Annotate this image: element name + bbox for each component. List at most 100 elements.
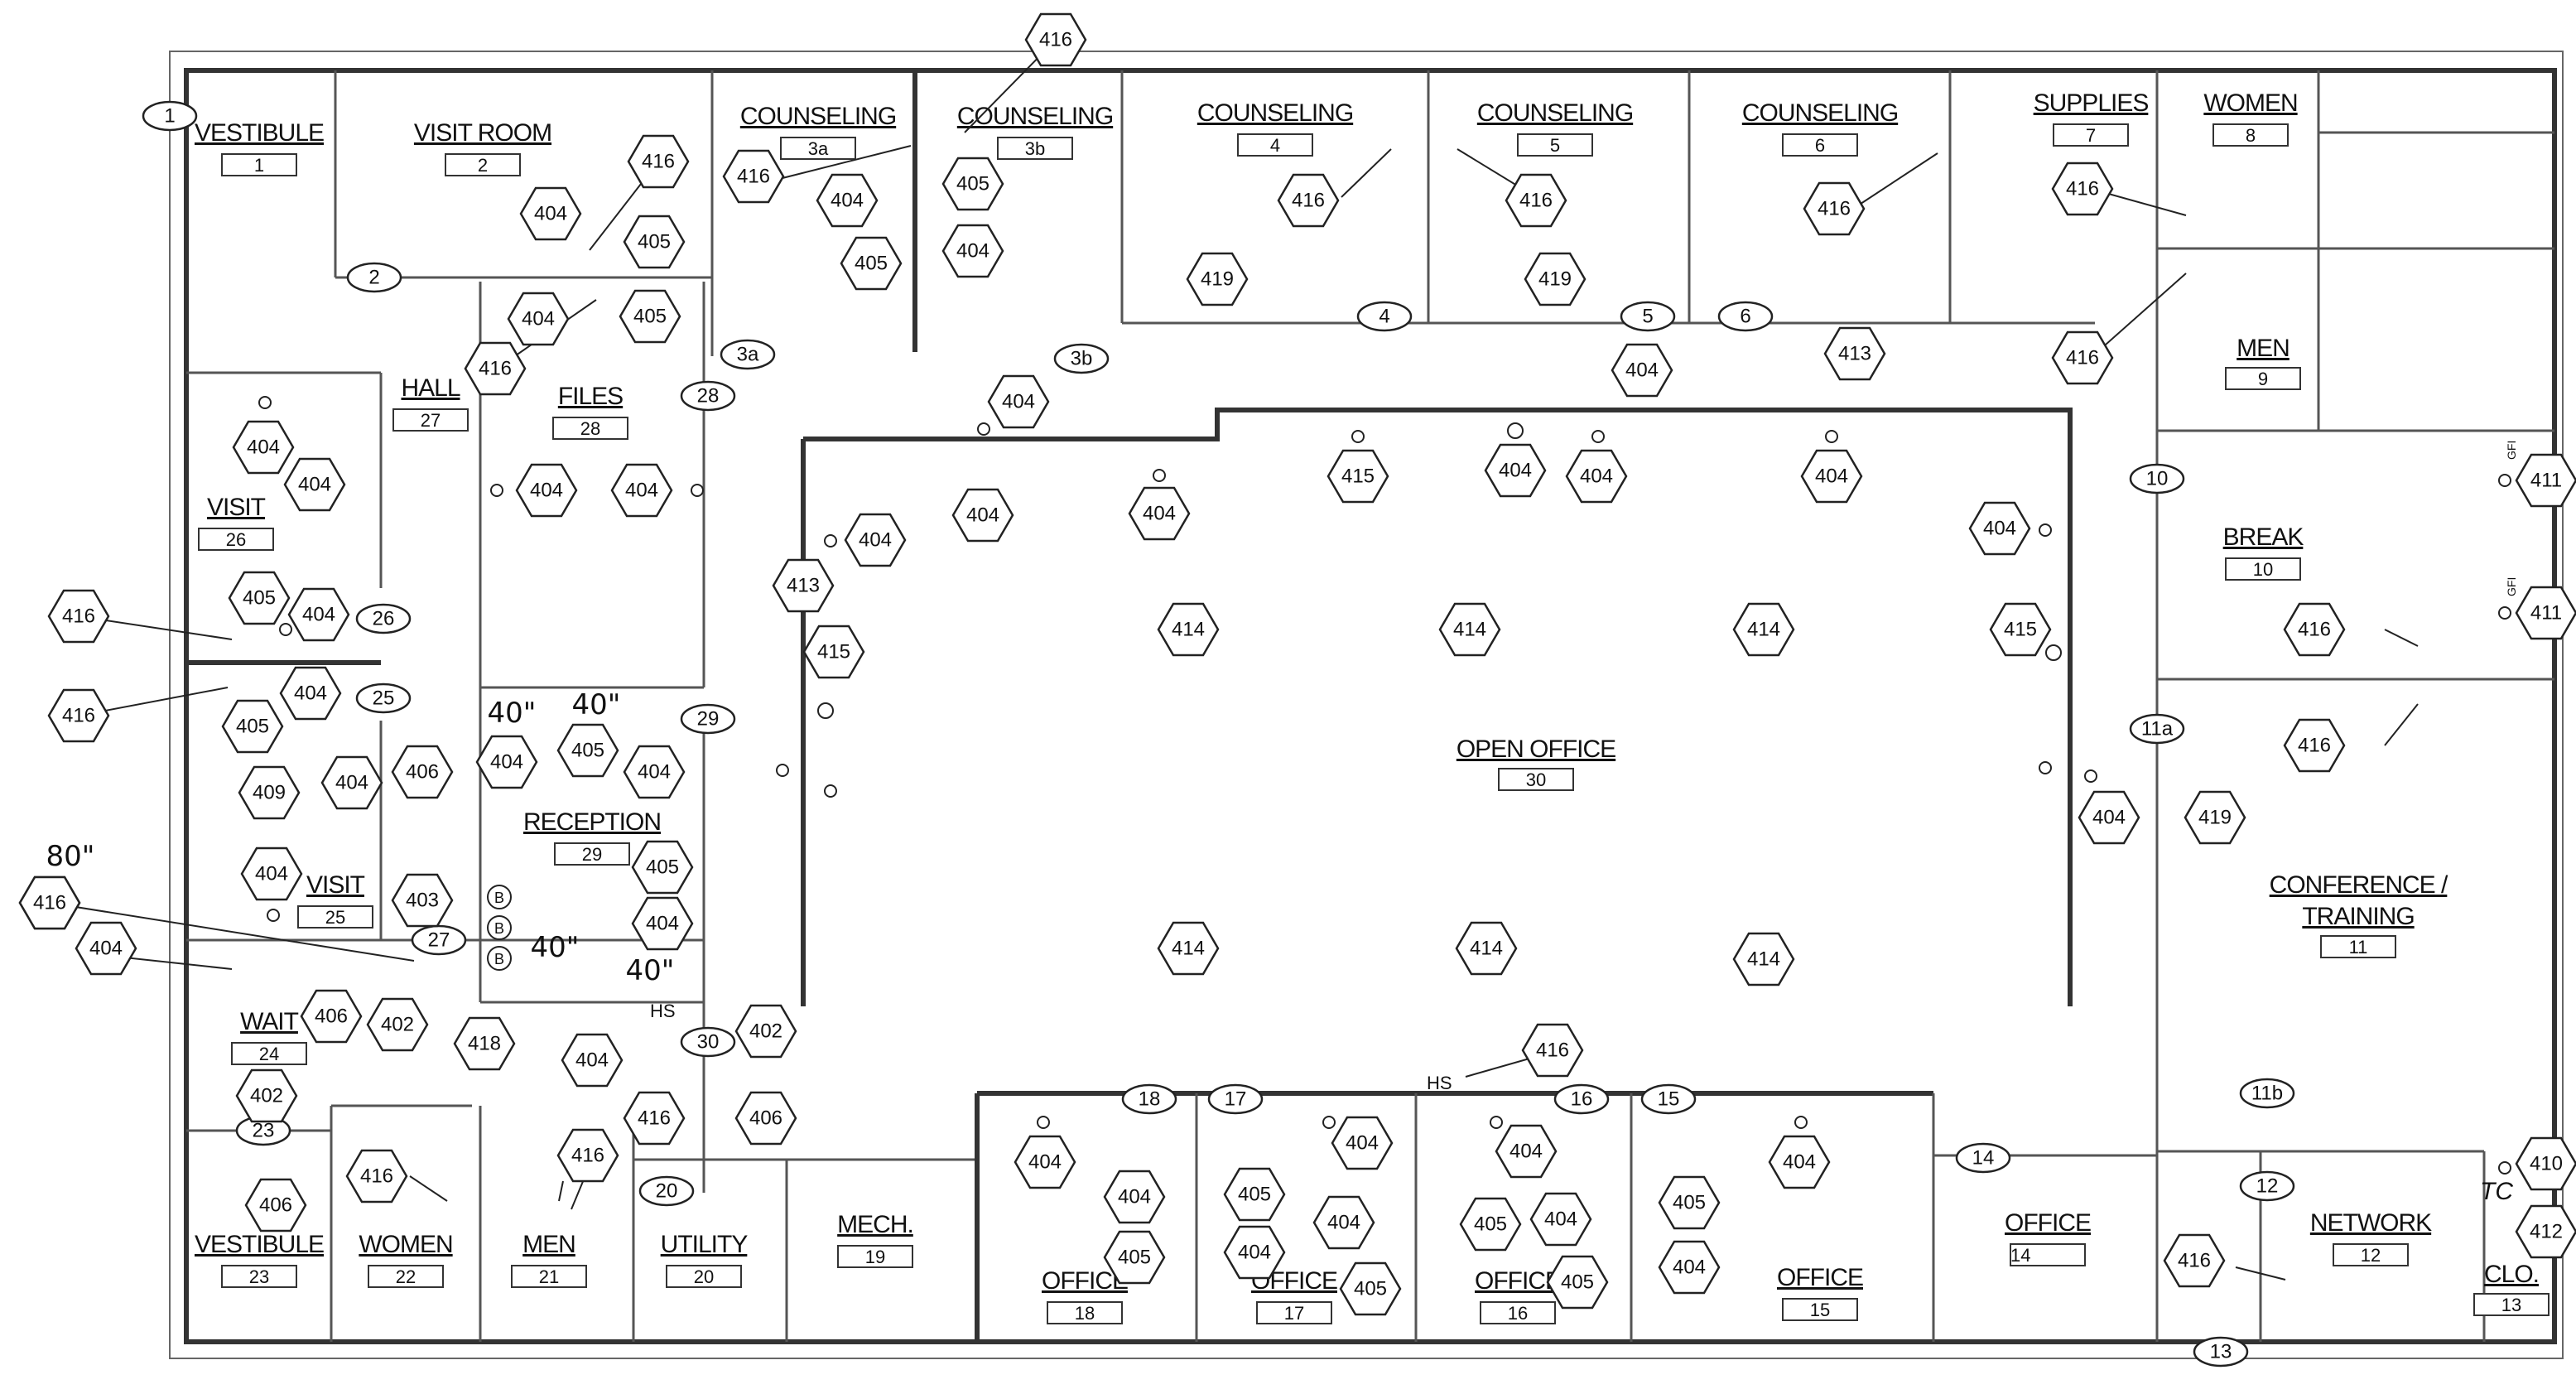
svg-text:415: 415 bbox=[1341, 465, 1375, 488]
hex-tag: 416 bbox=[2163, 1233, 2226, 1288]
svg-text:404: 404 bbox=[646, 913, 679, 935]
hex-tag: 416 bbox=[722, 149, 785, 204]
hex-tag: 416 bbox=[1505, 173, 1567, 228]
svg-text:404: 404 bbox=[522, 308, 555, 330]
svg-text:416: 416 bbox=[1292, 190, 1325, 212]
svg-text:25: 25 bbox=[373, 687, 395, 710]
svg-text:14: 14 bbox=[1972, 1147, 1995, 1170]
hex-tag: 404 bbox=[240, 847, 303, 901]
svg-text:404: 404 bbox=[247, 437, 280, 459]
room-name: MECH. bbox=[837, 1211, 913, 1238]
room-name: OFFICE bbox=[2005, 1209, 2091, 1237]
svg-text:10: 10 bbox=[2146, 468, 2169, 490]
svg-text:406: 406 bbox=[259, 1194, 292, 1217]
svg-text:404: 404 bbox=[638, 761, 671, 784]
hex-tag: 404 bbox=[232, 420, 295, 475]
svg-text:406: 406 bbox=[749, 1107, 782, 1130]
hex-tag: 416 bbox=[2283, 718, 2346, 773]
svg-text:404: 404 bbox=[1327, 1212, 1360, 1234]
svg-text:412: 412 bbox=[2530, 1221, 2563, 1243]
hex-tag: 403 bbox=[391, 873, 454, 928]
door-tag: 23 bbox=[235, 1115, 291, 1146]
door-tag: 2 bbox=[346, 262, 402, 293]
svg-text:413: 413 bbox=[1838, 343, 1871, 365]
room-name: WOMEN bbox=[359, 1231, 452, 1258]
door-tag: 29 bbox=[680, 703, 736, 735]
door-tag: 11a bbox=[2129, 713, 2185, 745]
svg-text:3b: 3b bbox=[1071, 348, 1093, 370]
svg-text:414: 414 bbox=[1172, 619, 1205, 641]
svg-text:29: 29 bbox=[697, 708, 720, 731]
hex-tag: 414 bbox=[1438, 602, 1501, 657]
svg-text:414: 414 bbox=[1172, 938, 1205, 960]
door-tag: 15 bbox=[1640, 1083, 1697, 1115]
door-tag: 25 bbox=[355, 683, 412, 714]
hex-tag: 405 bbox=[1546, 1255, 1609, 1310]
svg-text:404: 404 bbox=[1509, 1141, 1543, 1163]
svg-text:404: 404 bbox=[1118, 1186, 1151, 1208]
room-name: VESTIBULE bbox=[195, 119, 324, 147]
hex-tag: 402 bbox=[235, 1068, 298, 1123]
hex-tag: 404 bbox=[1565, 449, 1628, 504]
svg-text:404: 404 bbox=[1983, 518, 2016, 540]
dimension-labels: 80" 40" 40" 40" 40" bbox=[46, 688, 675, 987]
hex-tag: 404 bbox=[75, 921, 137, 976]
svg-text:405: 405 bbox=[236, 716, 269, 738]
svg-text:405: 405 bbox=[1474, 1213, 1507, 1236]
svg-text:402: 402 bbox=[250, 1085, 283, 1107]
svg-text:28: 28 bbox=[697, 385, 720, 408]
svg-text:18: 18 bbox=[1139, 1088, 1161, 1111]
svg-text:409: 409 bbox=[253, 782, 286, 804]
hex-tag: 404 bbox=[1658, 1240, 1721, 1295]
hex-tag: 404 bbox=[1768, 1135, 1831, 1189]
door-tag: 6 bbox=[1717, 301, 1774, 332]
hex-tag: 406 bbox=[391, 745, 454, 799]
svg-text:402: 402 bbox=[381, 1014, 414, 1036]
room-name: WAIT bbox=[240, 1008, 299, 1035]
room-name: MEN bbox=[522, 1231, 575, 1258]
svg-text:404: 404 bbox=[302, 604, 335, 626]
b-label: B bbox=[494, 951, 504, 967]
door-tag: 30 bbox=[680, 1026, 736, 1058]
svg-text:404: 404 bbox=[530, 480, 563, 502]
hex-tag: 405 bbox=[1223, 1167, 1286, 1222]
hex-tag: 419 bbox=[1524, 252, 1587, 306]
hex-tag: 404 bbox=[1968, 501, 2031, 556]
svg-text:406: 406 bbox=[315, 1006, 348, 1028]
dimension-40in: 40" bbox=[572, 688, 621, 721]
hex-tag: 416 bbox=[1521, 1023, 1584, 1078]
hex-tag: 416 bbox=[47, 589, 110, 644]
svg-text:405: 405 bbox=[855, 253, 888, 275]
hex-tag: 416 bbox=[2051, 162, 2114, 216]
svg-text:11b: 11b bbox=[2251, 1083, 2283, 1105]
room-name: COUNSELING bbox=[1197, 99, 1353, 127]
svg-text:12: 12 bbox=[2256, 1175, 2279, 1198]
svg-text:404: 404 bbox=[1783, 1151, 1816, 1174]
hex-tag: 416 bbox=[1024, 12, 1087, 67]
svg-text:6: 6 bbox=[1740, 306, 1750, 328]
room-name: WOMEN bbox=[2203, 89, 2297, 117]
room-name: OFFICE bbox=[1777, 1264, 1863, 1291]
room-name: VISIT ROOM bbox=[414, 119, 551, 147]
svg-text:415: 415 bbox=[817, 641, 850, 663]
hex-tag: 404 bbox=[320, 755, 383, 810]
room-number: 28 bbox=[580, 418, 600, 439]
hex-tag: 416 bbox=[556, 1128, 619, 1183]
dimension-80in: 80" bbox=[46, 840, 95, 873]
hex-tag: 416 bbox=[345, 1149, 408, 1203]
room-name: SUPPLIES bbox=[2034, 89, 2149, 117]
room-number: 12 bbox=[2361, 1245, 2381, 1266]
room-number: 4 bbox=[1270, 135, 1280, 156]
hex-tag: 416 bbox=[464, 341, 527, 396]
hex-tag: 414 bbox=[1732, 932, 1795, 986]
svg-text:404: 404 bbox=[831, 190, 864, 212]
door-tag: 18 bbox=[1121, 1083, 1177, 1115]
hex-tag: 415 bbox=[1989, 602, 2052, 657]
